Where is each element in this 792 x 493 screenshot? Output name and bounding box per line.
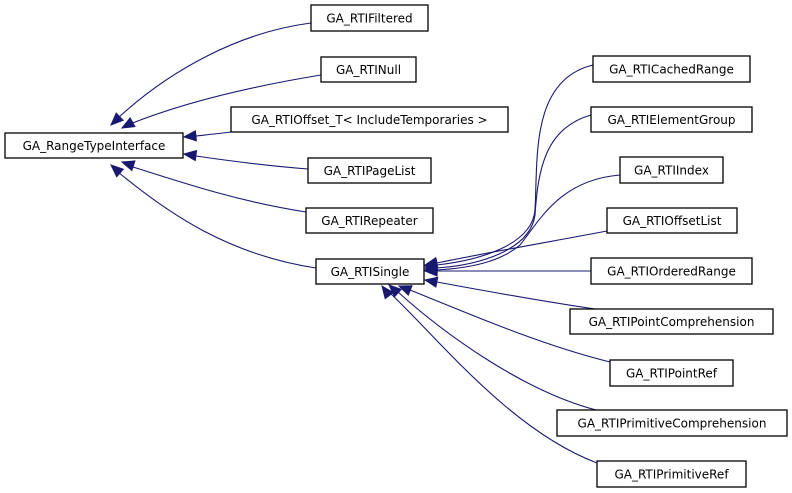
class-node-box[interactable] bbox=[592, 55, 751, 83]
class-node-label: GA_RTIPrimitiveRef bbox=[614, 468, 729, 482]
class-node-label: GA_RTICachedRange bbox=[609, 63, 734, 77]
class-node-box[interactable] bbox=[596, 460, 747, 488]
inheritance-arrowhead-icon bbox=[423, 276, 439, 288]
edge-GA_RTISingle-to-GA_RangeTypeInterface bbox=[110, 164, 317, 269]
edges-layer bbox=[110, 22, 621, 464]
edge-GA_RTIOrderedRange-to-GA_RTISingle bbox=[423, 265, 592, 277]
edge-line bbox=[436, 114, 592, 269]
inheritance-arrowhead-icon bbox=[182, 149, 198, 162]
class-node-label: GA_RTIRepeater bbox=[321, 214, 417, 228]
edge-line bbox=[195, 155, 309, 170]
class-node-box[interactable] bbox=[305, 207, 434, 234]
inheritance-arrowhead-icon bbox=[423, 256, 439, 269]
edge-line bbox=[117, 171, 317, 269]
class-node-GA_RTIOffsetList[interactable]: GA_RTIOffsetList bbox=[606, 207, 738, 234]
inheritance-arrowhead-icon bbox=[110, 112, 125, 126]
edge-GA_RTIPageList-to-GA_RangeTypeInterface bbox=[182, 149, 309, 170]
class-node-GA_RTINull[interactable]: GA_RTINull bbox=[320, 56, 417, 83]
class-node-GA_RTIIndex[interactable]: GA_RTIIndex bbox=[619, 156, 724, 184]
edge-GA_RTINull-to-GA_RangeTypeInterface bbox=[120, 74, 322, 129]
class-node-label: GA_RTIOffset_T< IncludeTemporaries > bbox=[251, 113, 487, 127]
class-node-GA_RTIPrimitiveRef[interactable]: GA_RTIPrimitiveRef bbox=[596, 460, 747, 488]
class-node-label: GA_RTIIndex bbox=[634, 164, 709, 178]
edge-GA_RTIOffset_T-to-GA_RangeTypeInterface bbox=[182, 130, 232, 142]
inheritance-arrowhead-icon bbox=[110, 164, 125, 178]
class-node-box[interactable] bbox=[230, 106, 509, 133]
class-node-label: GA_RTIOffsetList bbox=[623, 214, 722, 228]
class-node-box[interactable] bbox=[609, 359, 734, 387]
edge-line bbox=[195, 131, 232, 137]
edge-GA_RTICachedRange-to-GA_RTISingle bbox=[423, 64, 594, 271]
class-node-GA_RTIElementGroup[interactable]: GA_RTIElementGroup bbox=[590, 106, 753, 133]
class-node-box[interactable] bbox=[556, 409, 788, 437]
edge-line bbox=[397, 291, 597, 411]
edge-GA_RTIOffsetList-to-GA_RTISingle bbox=[423, 230, 608, 269]
inheritance-arrowhead-icon bbox=[381, 284, 395, 300]
edge-line bbox=[436, 174, 621, 271]
class-node-box[interactable] bbox=[4, 132, 184, 159]
class-node-label: GA_RTIPointComprehension bbox=[589, 315, 755, 329]
class-node-label: GA_RTIElementGroup bbox=[607, 113, 735, 127]
class-node-GA_RTIPointComprehension[interactable]: GA_RTIPointComprehension bbox=[569, 308, 774, 335]
class-node-GA_RTIPageList[interactable]: GA_RTIPageList bbox=[307, 157, 432, 184]
class-node-GA_RTIPrimitiveComprehension[interactable]: GA_RTIPrimitiveComprehension bbox=[556, 409, 788, 437]
class-node-box[interactable] bbox=[315, 258, 425, 285]
edge-line bbox=[129, 74, 322, 125]
class-node-GA_RTICachedRange[interactable]: GA_RTICachedRange bbox=[592, 55, 751, 83]
class-node-box[interactable] bbox=[619, 156, 724, 184]
edge-GA_RTIFiltered-to-GA_RangeTypeInterface bbox=[110, 22, 312, 126]
class-node-GA_RangeTypeInterface[interactable]: GA_RangeTypeInterface bbox=[4, 132, 184, 159]
edge-GA_RTIPrimitiveRef-to-GA_RTISingle bbox=[381, 284, 598, 464]
class-node-GA_RTIRepeater[interactable]: GA_RTIRepeater bbox=[305, 207, 434, 234]
class-node-GA_RTISingle[interactable]: GA_RTISingle bbox=[315, 258, 425, 285]
inheritance-arrowhead-icon bbox=[423, 265, 438, 277]
class-node-label: GA_RTIPageList bbox=[324, 164, 416, 178]
inheritance-arrowhead-icon bbox=[120, 116, 136, 129]
class-node-label: GA_RTIPointRef bbox=[626, 367, 718, 381]
class-node-box[interactable] bbox=[606, 207, 738, 234]
class-node-label: GA_RangeTypeInterface bbox=[23, 139, 166, 153]
edge-line bbox=[389, 292, 598, 464]
edge-GA_RTIPointComprehension-to-GA_RTISingle bbox=[423, 276, 596, 310]
inheritance-arrowhead-icon bbox=[388, 284, 403, 298]
class-node-label: GA_RTINull bbox=[336, 63, 401, 77]
edge-GA_RTIPointRef-to-GA_RTISingle bbox=[397, 285, 611, 363]
edge-line bbox=[436, 281, 596, 310]
class-node-GA_RTIFiltered[interactable]: GA_RTIFiltered bbox=[310, 4, 429, 32]
class-node-box[interactable] bbox=[320, 56, 417, 83]
class-node-box[interactable] bbox=[310, 4, 429, 32]
class-node-label: GA_RTIFiltered bbox=[326, 12, 412, 26]
edge-line bbox=[129, 165, 307, 213]
inheritance-arrowhead-icon bbox=[182, 130, 198, 142]
edge-line bbox=[117, 22, 312, 119]
class-node-box[interactable] bbox=[569, 308, 774, 335]
class-node-box[interactable] bbox=[590, 106, 753, 133]
edge-GA_RTIPrimitiveComprehension-to-GA_RTISingle bbox=[388, 284, 597, 411]
edge-GA_RTIRepeater-to-GA_RangeTypeInterface bbox=[120, 160, 307, 213]
class-node-GA_RTIOffset_T[interactable]: GA_RTIOffset_T< IncludeTemporaries > bbox=[230, 106, 509, 133]
edge-line bbox=[436, 64, 594, 266]
class-node-label: GA_RTIPrimitiveComprehension bbox=[578, 417, 767, 431]
class-node-label: GA_RTISingle bbox=[331, 265, 410, 279]
inheritance-arrowhead-icon bbox=[397, 285, 413, 296]
inheritance-arrowhead-icon bbox=[120, 160, 136, 172]
class-node-GA_RTIPointRef[interactable]: GA_RTIPointRef bbox=[609, 359, 734, 387]
nodes-layer: GA_RangeTypeInterface GA_RTIFilteredGA_RT… bbox=[4, 4, 788, 488]
class-node-GA_RTIOrderedRange[interactable]: GA_RTIOrderedRange bbox=[590, 257, 753, 285]
class-node-label: GA_RTIOrderedRange bbox=[607, 265, 736, 279]
class-node-box[interactable] bbox=[307, 157, 432, 184]
edge-line bbox=[436, 230, 608, 264]
edge-line bbox=[409, 289, 611, 363]
class-node-box[interactable] bbox=[590, 257, 753, 285]
